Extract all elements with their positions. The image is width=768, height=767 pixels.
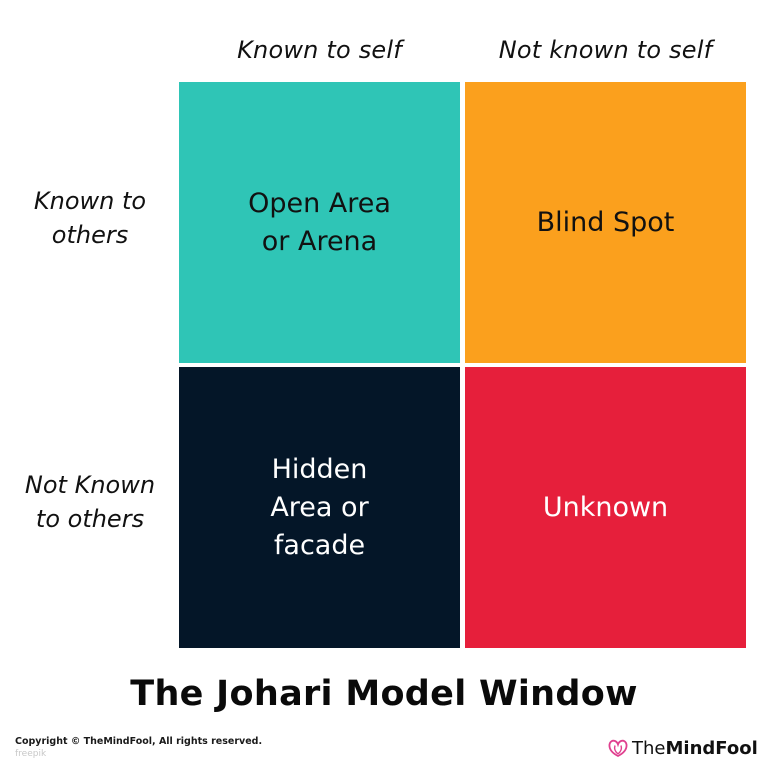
quadrant-unknown: Unknown — [465, 367, 746, 648]
quadrant-unknown-label: Unknown — [542, 491, 669, 523]
quadrant-blind-spot-label: Blind Spot — [536, 206, 675, 238]
brand-name-bold: MindFool — [665, 737, 758, 759]
copyright-text: Copyright © TheMindFool, All rights rese… — [15, 736, 263, 747]
column-header-known-to-self: Known to self — [237, 36, 402, 64]
diagram-title: The Johari Model Window — [130, 674, 638, 714]
quadrant-hidden-area-label: Hidden Area or facade — [270, 453, 369, 561]
quadrant-hidden-area: Hidden Area or facade — [179, 367, 460, 648]
column-header-not-known-to-self: Not known to self — [498, 36, 713, 64]
quadrant-blind-spot: Blind Spot — [465, 82, 746, 363]
row-header-not-known-to-others: Not Known to others — [24, 471, 156, 533]
quadrant-open-area-label: Open Area or Arena — [248, 187, 391, 257]
heart-lotus-icon — [608, 739, 628, 757]
image-credit: freepik — [15, 749, 47, 759]
quadrant-open-area: Open Area or Arena — [179, 82, 460, 363]
row-header-known-to-others: Known to others — [33, 187, 147, 249]
brand-name-light: The — [632, 737, 666, 759]
brand-logo: TheMindFool — [608, 736, 758, 760]
